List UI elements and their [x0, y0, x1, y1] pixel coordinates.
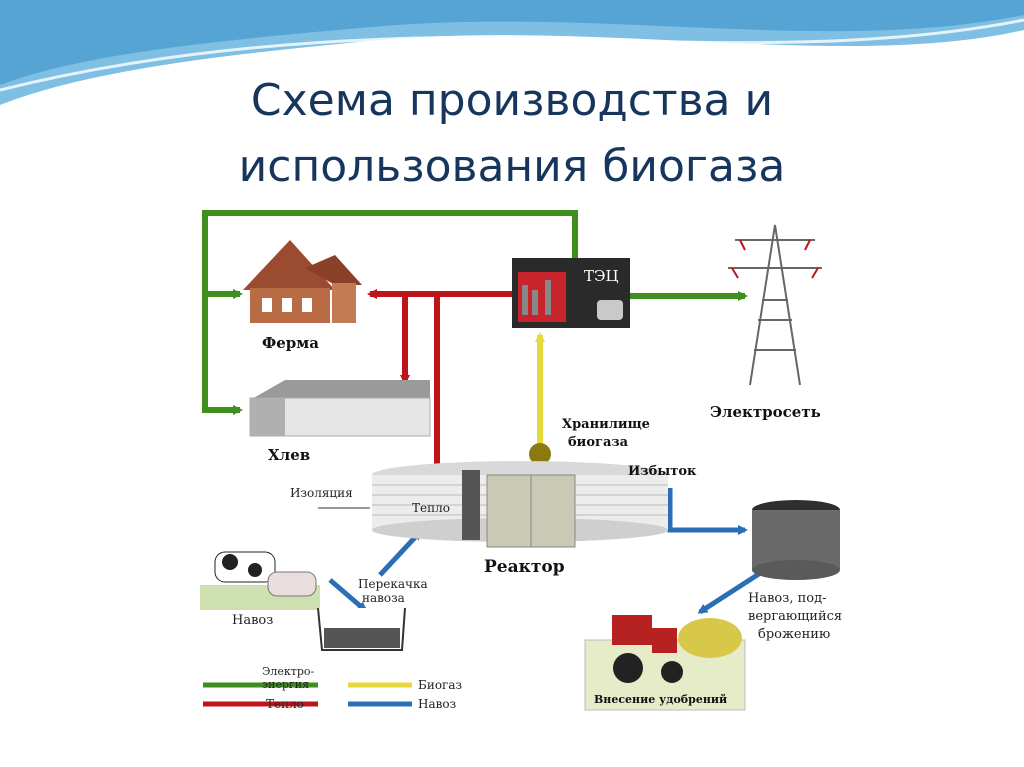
pump-label-2: навоза	[362, 591, 405, 605]
manure-label: Навоз	[232, 613, 273, 628]
ferment-label-1: Навоз, под-	[748, 591, 826, 606]
tractor: Внесение удобрений	[584, 615, 746, 711]
manure-lines	[328, 488, 767, 615]
legend: Электро- энергия Тепло Биогаз Навоз	[203, 665, 462, 711]
heat-lines	[367, 289, 515, 490]
title-line-2: использования биогаза	[238, 141, 786, 192]
wave-header	[0, 0, 1024, 105]
farm-house: Ферма	[243, 240, 362, 352]
legend-heat: Тепло	[266, 697, 304, 711]
storage-label-2: биогаза	[568, 435, 629, 450]
insulation-label: Изоляция	[290, 486, 353, 500]
storage-label-1: Хранилище	[562, 417, 650, 432]
pump-label-1: Перекачка	[358, 577, 428, 591]
grid-label: Электросеть	[710, 403, 821, 421]
legend-manure: Навоз	[418, 697, 456, 711]
ferment-label-3: брожению	[758, 627, 830, 642]
reactor: Тепло Реактор Изоляция Избыток	[290, 461, 697, 577]
cows: Навоз	[200, 551, 320, 628]
heat-label: Тепло	[412, 501, 450, 515]
fermentation-tank: Навоз, под- вергающийся брожению	[748, 500, 842, 642]
reactor-label: Реактор	[484, 557, 565, 577]
slide-title: Схема производства и использования биога…	[0, 68, 1024, 200]
barn-label: Хлев	[268, 446, 310, 464]
manure-pit: Перекачка навоза	[317, 577, 428, 651]
electricity-lines	[202, 210, 748, 415]
tec-label: ТЭЦ	[584, 267, 619, 285]
barn: Хлев	[249, 380, 431, 464]
legend-electricity-1: Электро-	[262, 665, 315, 678]
surplus-label: Избыток	[628, 464, 697, 479]
title-line-1: Схема производства и	[250, 75, 774, 126]
legend-electricity-2: энергия	[262, 678, 309, 691]
fertilizer-label: Внесение удобрений	[594, 693, 727, 706]
ferment-label-2: вергающийся	[748, 609, 842, 624]
tec-station: ТЭЦ	[512, 258, 630, 328]
biogas-storage: Хранилище биогаза	[529, 417, 650, 465]
legend-biogas: Биогаз	[418, 678, 462, 692]
pylon: Электросеть	[710, 224, 822, 421]
farm-label: Ферма	[262, 334, 319, 352]
